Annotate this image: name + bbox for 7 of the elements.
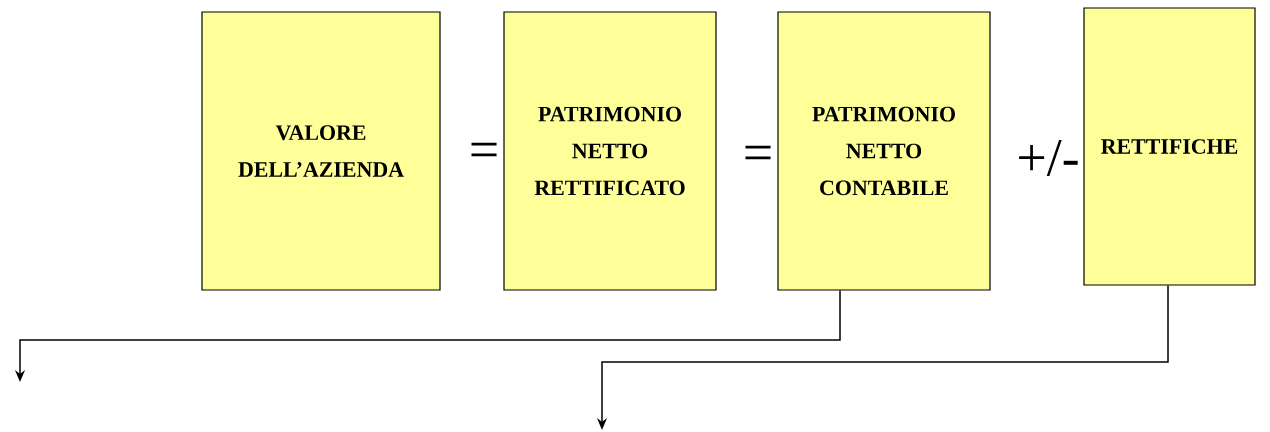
operator-sign: = bbox=[471, 142, 497, 157]
text-box: PATRIMONIO NETTO CONTABILE bbox=[777, 11, 991, 291]
operator-sign: +/- bbox=[1019, 140, 1078, 176]
text-box: RETTIFICHE bbox=[1083, 7, 1256, 286]
text-box: VALORE DELL’AZIENDA bbox=[201, 11, 441, 291]
operator-sign: = bbox=[745, 145, 771, 160]
text-box: PATRIMONIO NETTO RETTIFICATO bbox=[503, 11, 717, 291]
